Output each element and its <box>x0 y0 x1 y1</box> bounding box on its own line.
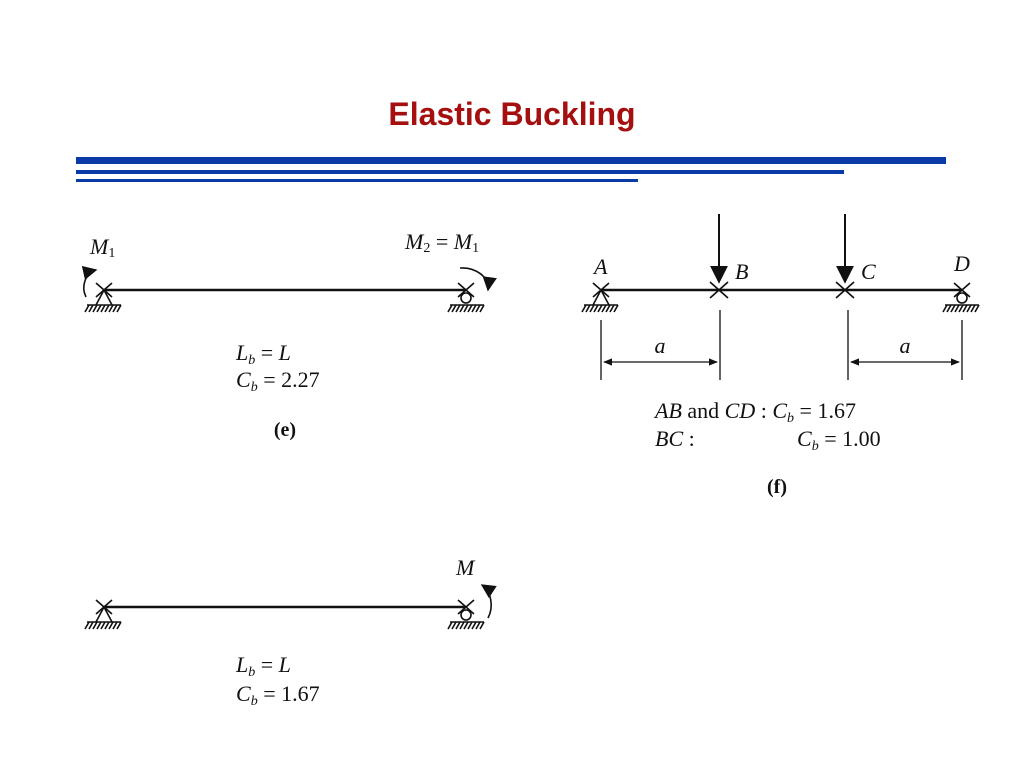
equals-sign: = <box>255 340 278 365</box>
moment-symbol: M <box>404 229 425 254</box>
point-label-d: D <box>953 251 970 276</box>
cb-subscript: b <box>812 439 819 454</box>
moment-arrow-left-e <box>81 265 98 298</box>
equals-sign: = <box>819 426 842 451</box>
equals-sign: = <box>258 681 281 706</box>
colon: : <box>755 398 772 423</box>
moment-symbol: M <box>89 234 110 259</box>
point-label-a: A <box>592 254 608 279</box>
lb-value: L <box>278 652 291 677</box>
pin-support-left-e <box>84 282 122 313</box>
cb-subscript: b <box>251 380 258 395</box>
moment-arrow-g <box>480 584 497 619</box>
caption-e: (e) <box>274 419 296 441</box>
moment-arrow-right-e <box>459 267 497 292</box>
lb-equation-g: Lb = L <box>235 652 291 680</box>
segment-ab: AB <box>653 398 682 423</box>
panel-e: M1 M2 = M1 Lb = L Cb = 2.27 (e) <box>81 229 497 441</box>
segment-bc: BC <box>655 426 683 451</box>
dimension-right <box>847 310 963 380</box>
title-rule-thin <box>76 179 638 182</box>
cb-value: 2.27 <box>281 367 320 392</box>
pin-support-left-g <box>84 599 122 630</box>
point-label-b: B <box>735 259 748 284</box>
brace-mark-c <box>835 281 855 299</box>
cb-symbol: C <box>236 367 251 392</box>
cb-value-bc: Cb = 1.00 <box>797 426 881 454</box>
colon: : <box>683 426 695 451</box>
lb-symbol: L <box>235 340 248 365</box>
roller-support-right-g <box>447 599 485 630</box>
lb-value: L <box>278 340 291 365</box>
moment-subscript: 1 <box>108 246 115 261</box>
slide-title: Elastic Buckling <box>388 96 636 132</box>
point-label-c: C <box>861 259 876 284</box>
dim-label-left: a <box>655 333 666 358</box>
cb-equation-g: Cb = 1.67 <box>236 681 320 709</box>
moment-label-g: M <box>455 555 476 580</box>
roller-support-right-e <box>447 282 485 313</box>
cb-equation-e: Cb = 2.27 <box>236 367 320 395</box>
lb-subscript: b <box>248 353 255 368</box>
cb-symbol: C <box>797 426 812 451</box>
cb-subscript: b <box>251 694 258 709</box>
equals-sign: = <box>430 229 453 254</box>
panel-f: A B C D a a AB and CD : Cb = 1.67 BC : C… <box>581 214 980 498</box>
equals-sign: = <box>794 398 817 423</box>
lb-equation-e: Lb = L <box>235 340 291 368</box>
segment-cd: CD <box>725 398 756 423</box>
equals-sign: = <box>255 652 278 677</box>
lb-symbol: L <box>235 652 248 677</box>
title-rule-thick <box>76 157 946 164</box>
cb-symbol: C <box>772 398 787 423</box>
dim-label-right: a <box>900 333 911 358</box>
moment-label-left-e: M1 <box>89 234 115 261</box>
dimension-left <box>600 310 721 380</box>
and-word: and <box>682 398 725 423</box>
cb-value: 1.00 <box>842 426 881 451</box>
cb-value: 1.67 <box>817 398 856 423</box>
cb-subscript: b <box>787 411 794 426</box>
cb-equation-bc: BC : <box>655 426 695 451</box>
moment-subscript: 1 <box>472 241 479 256</box>
cb-symbol: C <box>236 681 251 706</box>
panel-g: M Lb = L Cb = 1.67 <box>84 555 497 709</box>
caption-f: (f) <box>767 476 787 498</box>
moment-label-right-e: M2 = M1 <box>404 229 479 256</box>
brace-mark-b <box>709 281 729 299</box>
title-rule-medium <box>76 170 844 174</box>
equals-sign: = <box>258 367 281 392</box>
roller-support-d <box>942 282 980 313</box>
moment-symbol: M <box>453 229 474 254</box>
cb-equation-ab-cd: AB and CD : Cb = 1.67 <box>653 398 856 426</box>
moment-subscript: 2 <box>423 241 430 256</box>
cb-value: 1.67 <box>281 681 320 706</box>
pin-support-a <box>581 282 619 313</box>
lb-subscript: b <box>248 665 255 680</box>
